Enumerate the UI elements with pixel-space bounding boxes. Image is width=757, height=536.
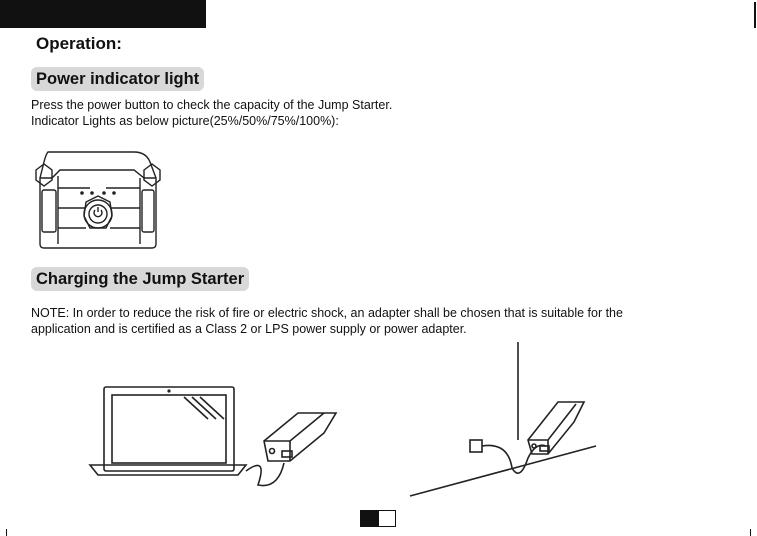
charging-title: Charging the Jump Starter xyxy=(31,267,250,291)
crop-mark-left xyxy=(6,529,7,536)
power-indicator-title: Power indicator light xyxy=(31,67,205,91)
jump-starter-device-icon xyxy=(35,151,161,249)
power-instruction-line-2: Indicator Lights as below picture(25%/50… xyxy=(31,114,339,128)
page-indicator-filled xyxy=(361,511,379,526)
laptop-charging-illustration xyxy=(88,386,338,487)
page-edge-mark xyxy=(754,2,756,28)
header-bar xyxy=(0,0,206,28)
charging-note-line-1: NOTE: In order to reduce the risk of fir… xyxy=(31,306,623,320)
crop-mark-right xyxy=(750,529,751,536)
wall-outlet-charging-illustration xyxy=(409,342,597,497)
page-indicator-empty xyxy=(379,511,395,526)
operation-heading: Operation: xyxy=(36,34,122,53)
charging-note-line-2: application and is certified as a Class … xyxy=(31,322,467,336)
page-indicator xyxy=(360,510,396,527)
power-instruction-line-1: Press the power button to check the capa… xyxy=(31,98,393,112)
